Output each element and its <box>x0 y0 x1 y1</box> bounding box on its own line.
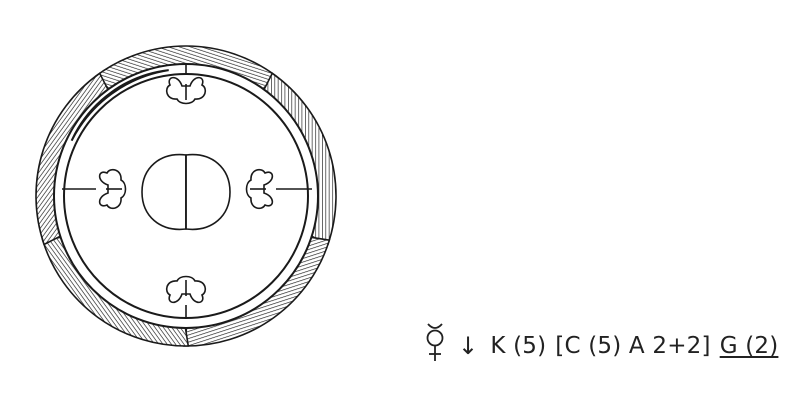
corolla-androecium-formula: [C (5) A 2+2] <box>555 333 710 359</box>
zygomorphic-symbol: ↓ <box>458 332 478 360</box>
gynoecium-formula: G (2) <box>720 333 779 359</box>
calyx-formula: K (5) <box>490 333 546 359</box>
bisexual-icon <box>424 323 446 369</box>
gynoecium <box>142 155 230 230</box>
floral-formula: ↓ K (5) [C (5) A 2+2] G (2) <box>424 316 778 376</box>
floral-diagram <box>0 0 400 394</box>
